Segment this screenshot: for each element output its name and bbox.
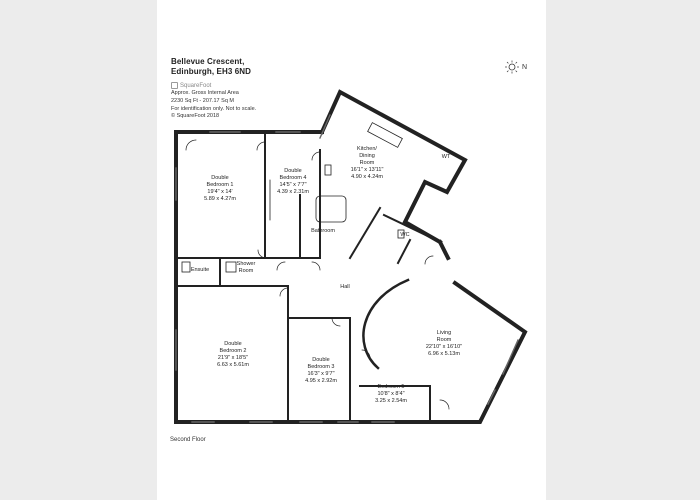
room-name: Bedroom 1 xyxy=(206,182,234,188)
room-dimensions-imperial: 16'3" x 9'7" xyxy=(307,371,335,377)
compass-north-letter: N xyxy=(522,63,528,71)
room-label-double-bedroom-1: Double Bedroom 1 19'4" x 14' 5.89 x 4.27… xyxy=(204,175,236,203)
floorplan-header: Bellevue Crescent, Edinburgh, EH3 6ND Sq… xyxy=(171,57,256,120)
room-name: Room xyxy=(359,160,375,166)
room-name: Double xyxy=(224,341,242,347)
room-dimensions-imperial: 22'10" x 16'10" xyxy=(425,344,463,350)
compass: N xyxy=(504,60,527,74)
sun-compass-icon xyxy=(505,60,519,74)
floor-label: Second Floor xyxy=(170,437,206,443)
room-name: WC xyxy=(400,232,410,238)
room-dimensions-metric: 4.39 x 2.31m xyxy=(277,189,309,195)
area-value: 2230 Sq Ft - 207.17 Sq M xyxy=(171,97,234,104)
room-name: Living xyxy=(436,330,452,336)
room-name: Bedroom 5 xyxy=(377,384,405,390)
room-name: Bedroom 2 xyxy=(219,348,247,354)
address-line-1: Bellevue Crescent, xyxy=(171,57,245,66)
room-label-double-bedroom-2: Double Bedroom 2 21'9" x 18'5" 6.63 x 5.… xyxy=(217,341,249,369)
room-name: Double xyxy=(312,357,330,363)
room-label-kitchen-dining: Kitchen/ Dining Room 16'1" x 13'11" 4.90… xyxy=(351,146,384,181)
room-name: Double xyxy=(211,175,229,181)
room-name: Room xyxy=(436,337,452,343)
room-label-shower-room: Shower Room xyxy=(237,261,256,275)
room-name: Double xyxy=(284,168,302,174)
room-dimensions-imperial: 19'4" x 14' xyxy=(207,189,233,195)
room-dimensions-metric: 4.90 x 4.24m xyxy=(351,174,383,180)
room-name: Dining xyxy=(359,153,375,159)
fixtures xyxy=(181,122,405,273)
room-name: Hall xyxy=(340,284,350,290)
room-label-wc: WC xyxy=(400,232,409,239)
room-dimensions-imperial: 21'9" x 18'5" xyxy=(217,355,249,361)
room-label-double-bedroom-4: Double Bedroom 4 14'5" x 7'7" 4.39 x 2.3… xyxy=(277,168,309,196)
room-label-double-bedroom-3: Double Bedroom 3 16'3" x 9'7" 4.95 x 2.9… xyxy=(305,357,337,385)
room-name: Shower xyxy=(236,261,256,267)
brand-name: SquareFoot xyxy=(180,82,212,89)
room-label-living-room: Living Room 22'10" x 16'10" 6.96 x 5.13m xyxy=(426,330,462,358)
room-dimensions-metric: 4.95 x 2.92m xyxy=(305,378,337,384)
room-name: Room xyxy=(238,268,254,274)
room-dimensions-metric: 6.63 x 5.61m xyxy=(217,362,249,368)
windows xyxy=(175,114,519,423)
squarefoot-logo-icon xyxy=(171,82,178,89)
room-dimensions-metric: 3.25 x 2.54m xyxy=(375,398,407,404)
room-dimensions-metric: 6.96 x 5.13m xyxy=(428,351,460,357)
room-dimensions-imperial: 14'5" x 7'7" xyxy=(279,182,307,188)
room-name: Bathroom xyxy=(311,228,335,234)
room-label-hall: Hall xyxy=(340,284,349,291)
brand-logo: SquareFoot xyxy=(171,82,256,89)
room-name: Bedroom 4 xyxy=(279,175,307,181)
interior-walls xyxy=(175,131,434,423)
room-label-wt: WT xyxy=(442,154,451,161)
room-name: Kitchen/ xyxy=(357,146,377,152)
room-label-ensuite: Ensuite xyxy=(191,267,209,274)
room-label-bedroom-5: Bedroom 5 10'8" x 8'4" 3.25 x 2.54m xyxy=(375,384,407,405)
copyright: © SquareFoot 2018 xyxy=(171,113,220,120)
room-name: Ensuite xyxy=(190,267,210,273)
room-name: Bedroom 3 xyxy=(307,364,335,370)
room-dimensions-metric: 5.89 x 4.27m xyxy=(204,196,236,202)
door-swings xyxy=(185,139,450,410)
room-name: WT xyxy=(441,154,451,160)
room-label-bathroom: Bathroom xyxy=(311,228,335,235)
room-dimensions-imperial: 16'1" x 13'11" xyxy=(350,167,384,173)
disclaimer: For identification only. Not to scale. xyxy=(171,105,257,112)
address-line-2: Edinburgh, EH3 6ND xyxy=(171,67,252,76)
area-title: Approx. Gross Internal Area xyxy=(171,90,239,96)
room-dimensions-imperial: 10'8" x 8'4" xyxy=(377,391,405,397)
living-room-curved-wall xyxy=(362,278,410,370)
